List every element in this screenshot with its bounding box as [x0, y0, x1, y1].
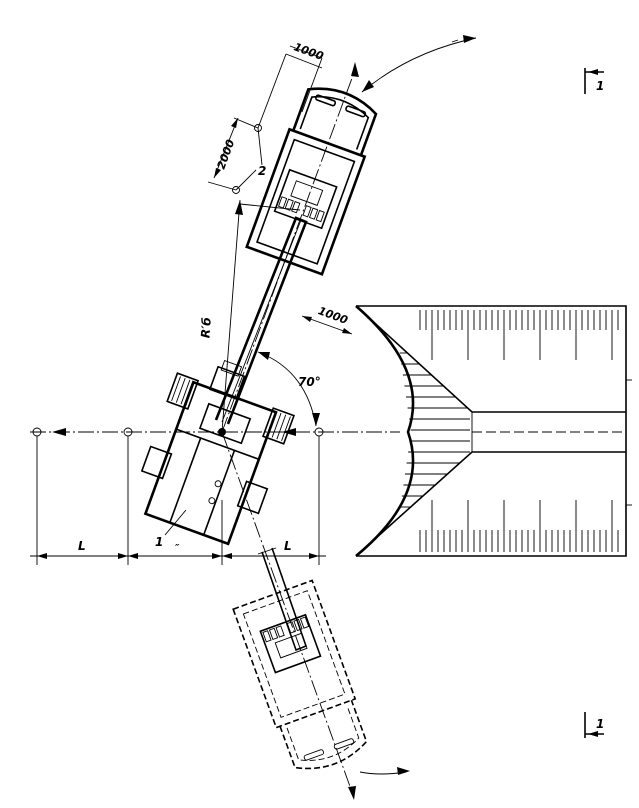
dim-1000-side-label: 1000	[316, 304, 350, 327]
angle-label: 70°	[298, 375, 321, 389]
dim-1000-top-label: 1000	[292, 40, 326, 63]
upper-truck	[245, 87, 378, 276]
lower-truck	[232, 579, 368, 770]
dimension-2000: 2000	[207, 117, 259, 191]
position-mark: ″	[175, 543, 180, 554]
dim-L-right-label: L	[284, 539, 292, 553]
platform-structure	[355, 305, 632, 558]
radius-label: R′б	[198, 317, 213, 339]
section-mark-bottom: 1	[584, 712, 604, 738]
radius-dimension: R′б	[198, 199, 243, 433]
dimension-1000-top: 1000	[257, 40, 326, 129]
center-axis	[30, 427, 400, 437]
position-2-label: 2	[258, 164, 266, 178]
dimension-L: L L	[30, 436, 326, 565]
angle-70: 70°	[257, 351, 321, 427]
boom-upper	[214, 216, 308, 425]
position-1-label: 1	[155, 535, 163, 549]
section-bottom-label: 1	[596, 717, 604, 731]
section-mark-top: 1	[584, 68, 604, 94]
dimension-1000-side: 1000	[301, 304, 353, 335]
crane-base	[140, 359, 295, 546]
dim-L-left-label: L	[78, 539, 86, 553]
section-top-label: 1	[596, 79, 604, 93]
dim-2000-label: 2000	[215, 137, 238, 171]
